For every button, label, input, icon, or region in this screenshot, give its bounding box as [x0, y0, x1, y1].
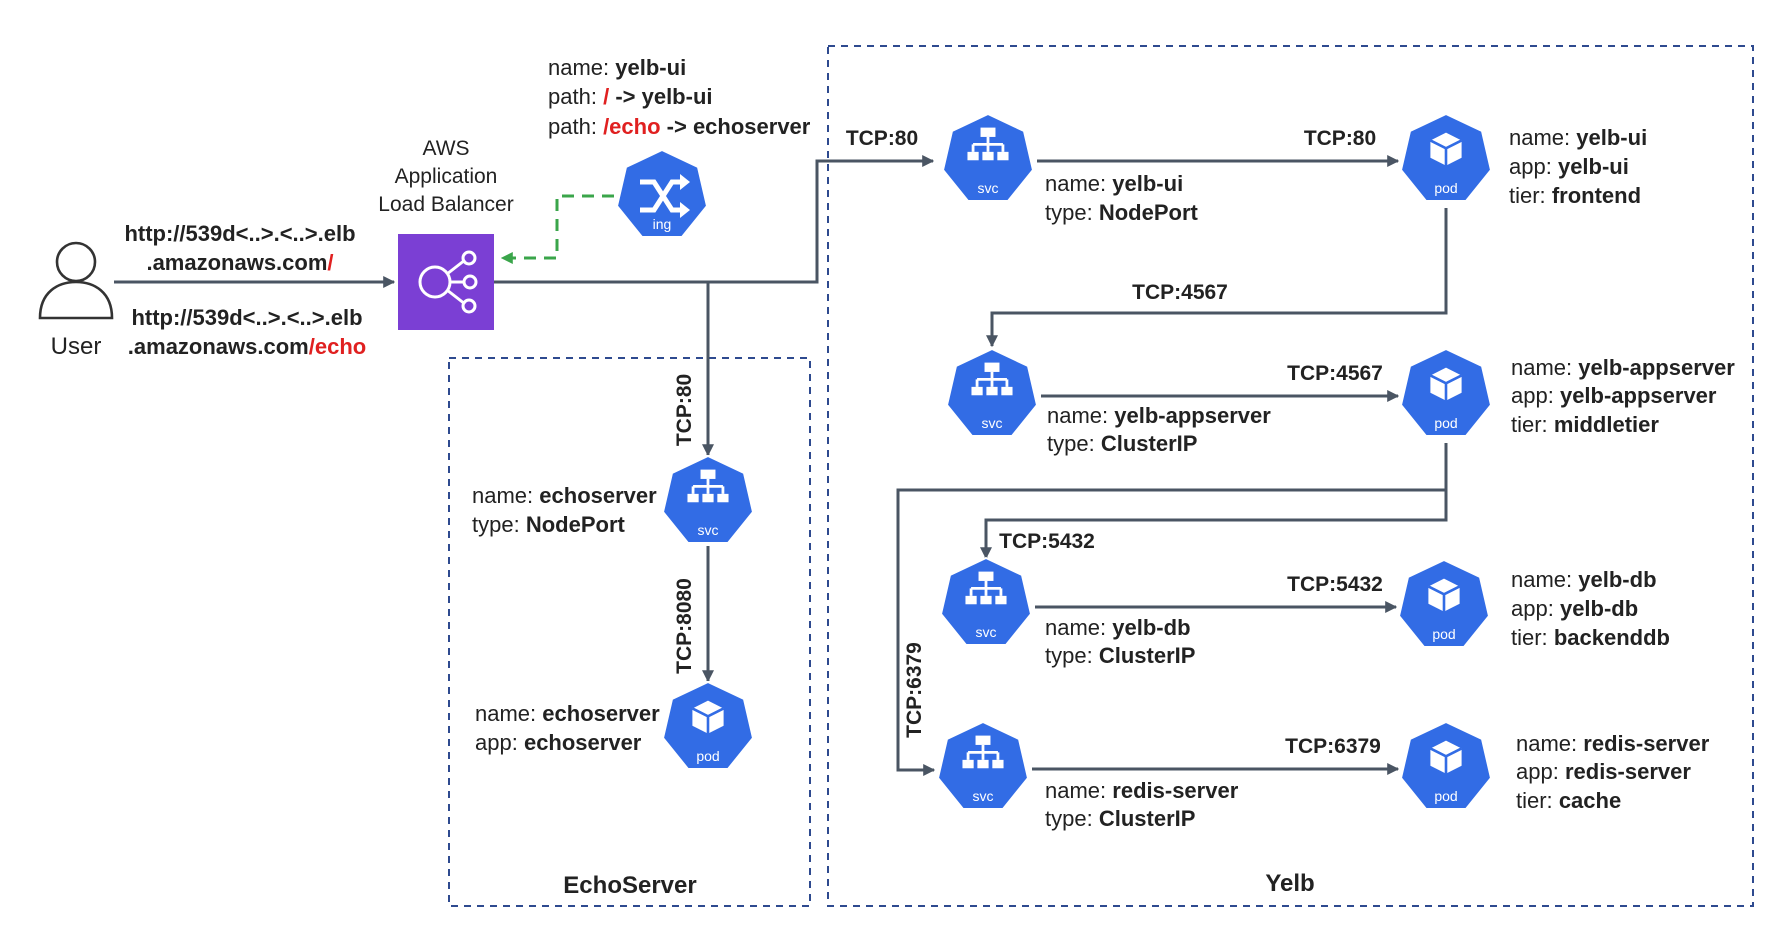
svg-text:pod: pod: [696, 748, 719, 764]
alb-icon: [398, 234, 494, 330]
echo-pod-name: name: echoserver: [475, 701, 660, 726]
yelb-db-pod-app: app: yelb-db: [1511, 596, 1638, 621]
yelb-db-pod-name: name: yelb-db: [1511, 567, 1657, 592]
echo-url-line2: .amazonaws.com/echo: [128, 334, 366, 359]
svg-text:ing: ing: [653, 216, 672, 232]
svg-text:pod: pod: [1434, 415, 1457, 431]
echo-url-line1: http://539d<..>.<..>.elb: [131, 305, 362, 330]
svg-text:pod: pod: [1432, 626, 1455, 642]
yelb-ui-svc-icon: svc: [941, 112, 1035, 202]
ingress-path-echo: path: /echo -> echoserver: [548, 114, 811, 139]
svg-text:svc: svc: [978, 180, 999, 196]
tcp-echo-pod: TCP:8080: [673, 578, 696, 674]
yelb-db-svc-type: type: ClusterIP: [1045, 643, 1195, 668]
redis-pod-app: app: redis-server: [1516, 759, 1691, 784]
tcp-yelb-ui: TCP:80: [1304, 127, 1376, 150]
ingress-name: name: yelb-ui: [548, 55, 686, 80]
echo-pod-icon: pod: [661, 680, 755, 770]
tcp-yelb-appserver: TCP:4567: [1287, 362, 1383, 385]
redis-pod-tier: tier: cache: [1516, 788, 1621, 813]
yelb-appserver-svc-icon: svc: [945, 347, 1039, 437]
alb-to-yelb-ui-svc-arrow: [494, 155, 935, 284]
root-url-line2: .amazonaws.com/: [146, 250, 333, 275]
redis-pod-name: name: redis-server: [1516, 731, 1710, 756]
tcp-redis: TCP:6379: [1285, 735, 1381, 758]
svg-text:svc: svc: [698, 522, 719, 538]
tcp-app-to-db: TCP:5432: [999, 530, 1095, 553]
tcp-yelb-db: TCP:5432: [1287, 573, 1383, 596]
yelb-appserver-pod-name: name: yelb-appserver: [1511, 355, 1735, 380]
yelb-ui-svc-type: type: NodePort: [1045, 200, 1199, 225]
svg-text:svc: svc: [973, 788, 994, 804]
redis-svc-type: type: ClusterIP: [1045, 806, 1195, 831]
yelb-db-svc-icon: svc: [939, 556, 1033, 646]
yelb-db-svc-name: name: yelb-db: [1045, 615, 1191, 640]
tcp-ui-to-app: TCP:4567: [1132, 281, 1228, 304]
echo-svc-icon: svc: [661, 454, 755, 544]
tcp-alb-to-yelb: TCP:80: [846, 127, 918, 150]
svg-text:pod: pod: [1434, 180, 1457, 196]
appserver-pod-to-db-svc-arrow: [980, 443, 1448, 560]
svg-text:pod: pod: [1434, 788, 1457, 804]
yelb-appserver-svc-type: type: ClusterIP: [1047, 431, 1197, 456]
yelb-group-title: Yelb: [1265, 870, 1314, 897]
svg-text:svc: svc: [976, 624, 997, 640]
yelb-ui-pod-app: app: yelb-ui: [1509, 154, 1629, 179]
user-label: User: [51, 333, 102, 360]
yelb-row-ui: svc name: yelb-ui type: NodePort TCP:80 …: [941, 112, 1647, 225]
svg-text:svc: svc: [982, 415, 1003, 431]
alb-label-line1: AWS: [422, 137, 469, 160]
tcp-alb-to-echo: TCP:80: [673, 374, 696, 446]
yelb-appserver-pod-tier: tier: middletier: [1511, 412, 1659, 437]
yelb-ui-svc-name: name: yelb-ui: [1045, 171, 1183, 196]
root-url-line1: http://539d<..>.<..>.elb: [124, 221, 355, 246]
yelb-appserver-pod-icon: pod: [1399, 347, 1493, 437]
appserver-pod-to-redis-svc-arrow: [896, 488, 1448, 776]
echoserver-group-title: EchoServer: [563, 872, 696, 899]
yelb-ui-pod-to-appserver-svc-arrow: [986, 208, 1448, 348]
yelb-ui-pod-name: name: yelb-ui: [1509, 125, 1647, 150]
redis-svc-name: name: redis-server: [1045, 778, 1239, 803]
ingress-path-root: path: / -> yelb-ui: [548, 84, 713, 109]
yelb-appserver-svc-name: name: yelb-appserver: [1047, 403, 1271, 428]
yelb-row-db: svc name: yelb-db type: ClusterIP TCP:54…: [939, 556, 1670, 668]
yelb-group-box: [827, 45, 1754, 907]
yelb-row-redis: svc name: redis-server type: ClusterIP T…: [936, 720, 1710, 831]
yelb-ui-pod-icon: pod: [1399, 112, 1493, 202]
ingress-icon: ing: [615, 148, 709, 238]
yelb-ui-pod-tier: tier: frontend: [1509, 183, 1641, 208]
yelb-db-pod-tier: tier: backenddb: [1511, 625, 1670, 650]
echo-svc-type: type: NodePort: [472, 512, 626, 537]
redis-pod-icon: pod: [1399, 720, 1493, 810]
alb-label-line2: Application: [395, 165, 498, 188]
tcp-app-to-redis: TCP:6379: [903, 642, 926, 738]
alb-label-line3: Load Balancer: [378, 193, 513, 216]
yelb-db-pod-icon: pod: [1397, 558, 1491, 648]
echo-pod-app: app: echoserver: [475, 730, 642, 755]
echoserver-group-box: [448, 357, 811, 907]
yelb-appserver-pod-app: app: yelb-appserver: [1511, 383, 1717, 408]
echo-svc-name: name: echoserver: [472, 483, 657, 508]
redis-svc-icon: svc: [936, 720, 1030, 810]
yelb-row-appserver: svc name: yelb-appserver type: ClusterIP…: [945, 347, 1735, 456]
user-icon: [38, 241, 114, 320]
ingress-to-alb-link: [500, 194, 614, 264]
